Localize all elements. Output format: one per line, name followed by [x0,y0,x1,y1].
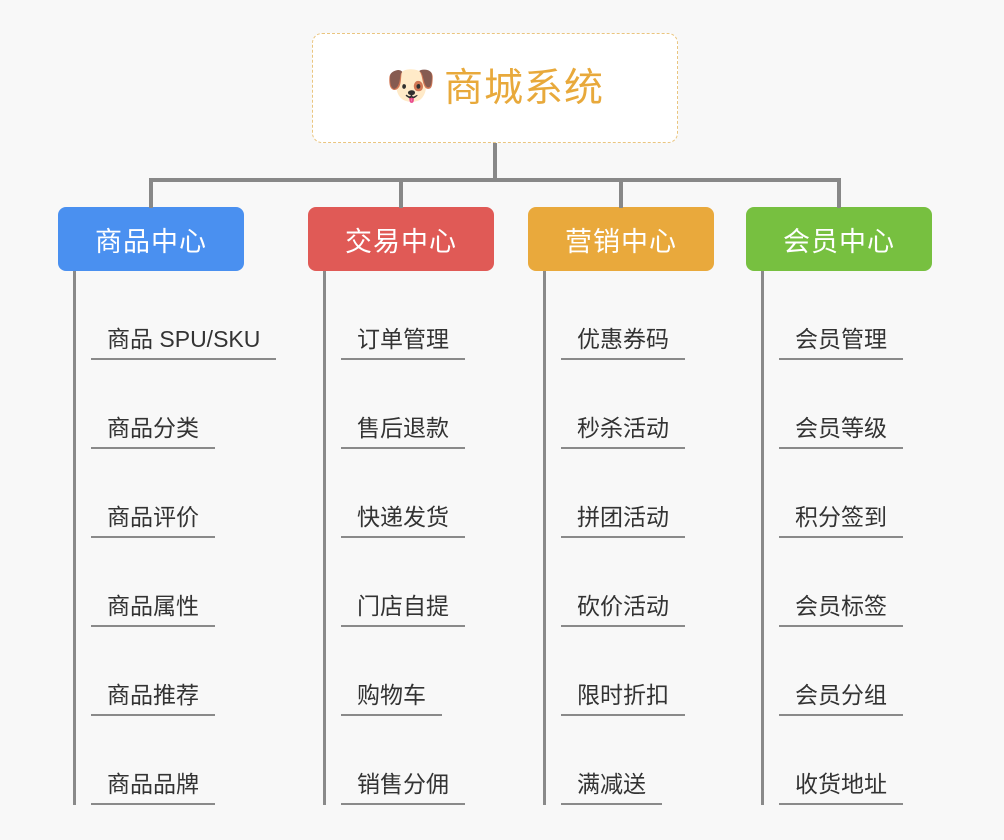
category-box-marketing-center[interactable]: 营销中心 [528,207,714,271]
leaf-item[interactable]: 门店自提 [341,538,494,627]
leaf-label: 订单管理 [341,326,465,360]
column-marketing-center: 营销中心优惠券码秒杀活动拼团活动砍价活动限时折扣满减送 [528,207,714,805]
leaf-label: 商品推荐 [91,682,215,716]
leaf-item[interactable]: 售后退款 [341,360,494,449]
leaf-label: 商品分类 [91,415,215,449]
category-label: 商品中心 [95,226,207,257]
leaf-label: 秒杀活动 [561,415,685,449]
leaf-label: 商品 SPU/SKU [91,326,277,360]
leaf-item[interactable]: 商品评价 [91,449,244,538]
category-box-trade-center[interactable]: 交易中心 [308,207,494,271]
leaf-label: 会员分组 [779,682,903,716]
connector-stem-trade-center [399,178,403,208]
leaf-item[interactable]: 积分签到 [779,449,932,538]
leaf-item[interactable]: 砍价活动 [561,538,714,627]
leaf-label: 商品品牌 [91,771,215,805]
leaf-item[interactable]: 会员管理 [779,271,932,360]
column-product-center: 商品中心商品 SPU/SKU 商品分类商品评价商品属性商品推荐商品品牌 [58,207,277,805]
leaf-item[interactable]: 拼团活动 [561,449,714,538]
leaf-label: 购物车 [341,682,442,716]
connector-horizontal-bus [149,178,841,182]
leaf-label: 销售分佣 [341,771,465,805]
leaf-item[interactable]: 销售分佣 [341,716,494,805]
category-label: 会员中心 [783,226,895,257]
leaf-item[interactable]: 会员等级 [779,360,932,449]
connector-stem-marketing-center [619,178,623,208]
leaf-label: 售后退款 [341,415,465,449]
leaf-label: 满减送 [561,771,662,805]
connector-stem-member-center [837,178,841,208]
leaf-label: 门店自提 [341,593,465,627]
root-title: 商城系统 [443,66,604,110]
leaf-label: 商品评价 [91,504,215,538]
root-node[interactable]: 🐶 商城系统 [312,33,678,143]
leaf-item[interactable]: 商品 SPU/SKU [91,271,277,360]
leaf-item[interactable]: 快递发货 [341,449,494,538]
category-label: 交易中心 [345,226,457,257]
shiba-dog-face-icon: 🐶 [385,64,436,108]
leaf-item[interactable]: 商品推荐 [91,627,244,716]
leaf-item[interactable]: 秒杀活动 [561,360,714,449]
leaf-label: 会员标签 [779,593,903,627]
leaf-item[interactable]: 商品分类 [91,360,244,449]
leaf-label: 积分签到 [779,504,903,538]
leaf-label: 商品属性 [91,593,215,627]
connector-stem-product-center [149,178,153,208]
category-box-member-center[interactable]: 会员中心 [746,207,932,271]
leaf-item[interactable]: 收货地址 [779,716,932,805]
leaf-label: 优惠券码 [561,326,685,360]
leaf-list-member-center: 会员管理会员等级积分签到会员标签会员分组收货地址 [761,271,932,805]
leaf-label: 会员管理 [779,326,903,360]
leaf-item[interactable]: 商品品牌 [91,716,244,805]
leaf-list-product-center: 商品 SPU/SKU 商品分类商品评价商品属性商品推荐商品品牌 [73,271,277,805]
connector-root-stem [493,143,497,181]
leaf-item[interactable]: 购物车 [341,627,494,716]
leaf-label: 拼团活动 [561,504,685,538]
leaf-list-marketing-center: 优惠券码秒杀活动拼团活动砍价活动限时折扣满减送 [543,271,714,805]
category-label: 营销中心 [565,226,677,257]
leaf-list-trade-center: 订单管理售后退款快递发货门店自提购物车销售分佣 [323,271,494,805]
column-member-center: 会员中心会员管理会员等级积分签到会员标签会员分组收货地址 [746,207,932,805]
leaf-item[interactable]: 优惠券码 [561,271,714,360]
leaf-label: 砍价活动 [561,593,685,627]
leaf-item[interactable]: 满减送 [561,716,714,805]
leaf-label: 限时折扣 [561,682,685,716]
leaf-label: 会员等级 [779,415,903,449]
leaf-label: 快递发货 [341,504,465,538]
leaf-item[interactable]: 商品属性 [91,538,244,627]
leaf-item[interactable]: 订单管理 [341,271,494,360]
column-trade-center: 交易中心订单管理售后退款快递发货门店自提购物车销售分佣 [308,207,494,805]
leaf-item[interactable]: 会员分组 [779,627,932,716]
leaf-item[interactable]: 会员标签 [779,538,932,627]
category-box-product-center[interactable]: 商品中心 [58,207,244,271]
leaf-item[interactable]: 限时折扣 [561,627,714,716]
leaf-label: 收货地址 [779,771,903,805]
